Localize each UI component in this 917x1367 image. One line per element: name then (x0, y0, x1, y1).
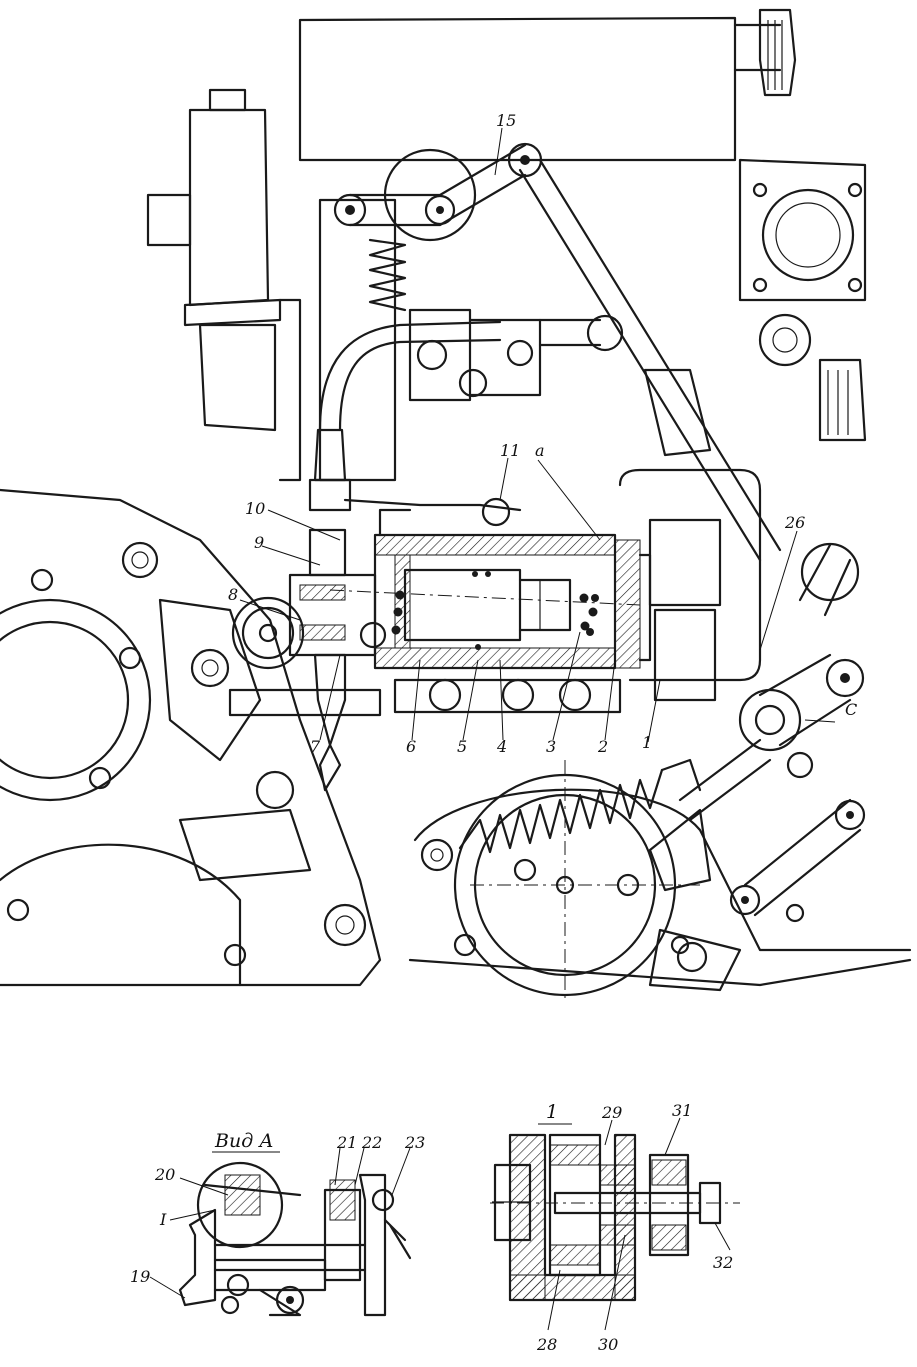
callout-21: 21 (336, 1133, 357, 1152)
view-a: Вид А 20 I 19 21 22 23 (130, 1130, 425, 1317)
detail-1-title: 1 (546, 1101, 558, 1123)
callout-19: 19 (130, 1267, 150, 1286)
callout-29: 29 (601, 1103, 622, 1122)
callout-23: 23 (404, 1133, 425, 1152)
callout-4: 4 (496, 737, 507, 756)
callout-6: 6 (406, 737, 416, 756)
callout-15: 15 (496, 111, 516, 130)
callout-7: 7 (310, 737, 321, 756)
callout-1: 1 (642, 733, 652, 752)
callout-9: 9 (254, 533, 264, 552)
callout-28: 28 (536, 1335, 557, 1354)
main-assembly-view (0, 8, 912, 1000)
callout-30: 30 (598, 1335, 618, 1354)
callout-i-view-a: I (159, 1210, 167, 1229)
detail-1: 1 29 31 32 28 30 (490, 1101, 740, 1354)
callout-2: 2 (597, 737, 608, 756)
callout-32: 32 (713, 1253, 733, 1272)
callout-3: 3 (546, 737, 556, 756)
callout-11: 11 (500, 441, 520, 460)
callout-31: 31 (672, 1101, 692, 1120)
callout-22: 22 (361, 1133, 382, 1152)
view-a-title: Вид А (214, 1130, 274, 1152)
callout-8: 8 (228, 585, 238, 604)
callout-c: C (845, 700, 857, 719)
callout-5: 5 (457, 737, 467, 756)
callout-20: 20 (154, 1165, 175, 1184)
main-callouts: 15 a 11 10 9 8 7 6 5 4 3 2 1 26 C (228, 111, 857, 756)
callout-a: a (535, 441, 545, 460)
callout-10: 10 (245, 499, 265, 518)
callout-26: 26 (784, 513, 805, 532)
